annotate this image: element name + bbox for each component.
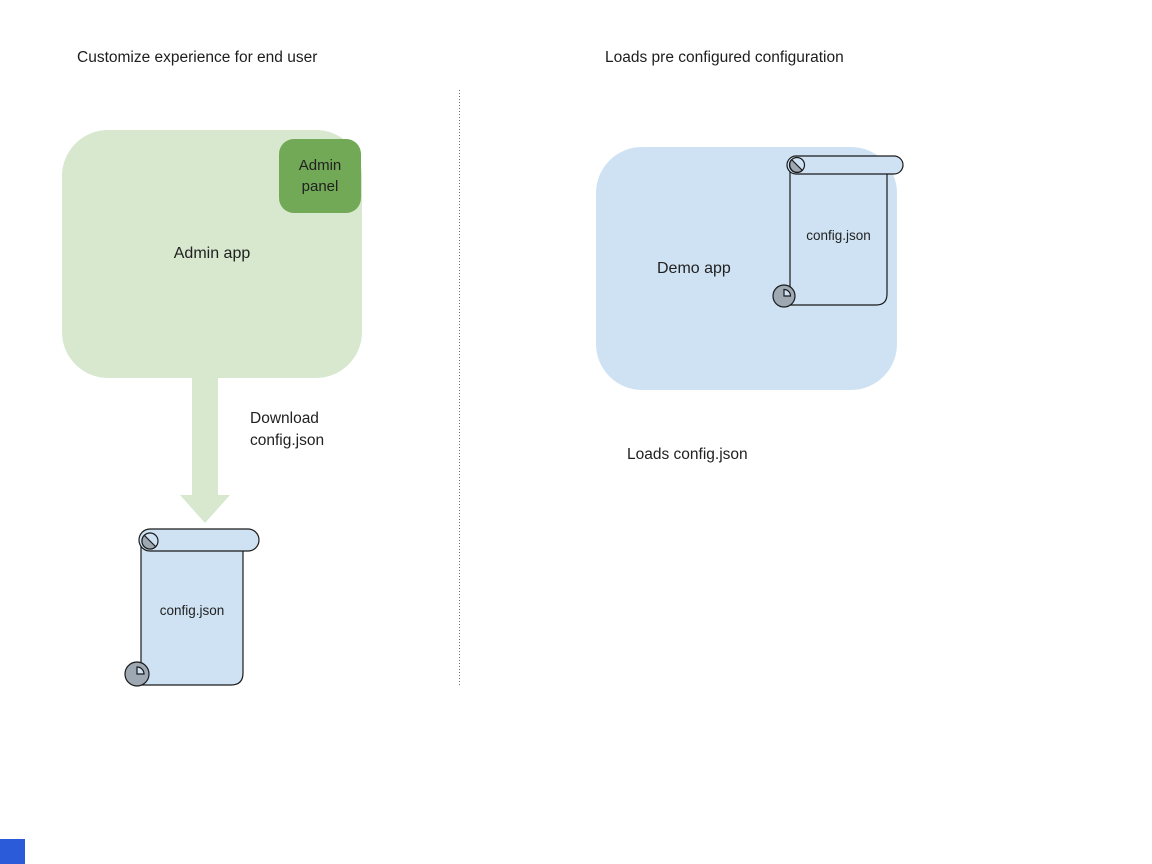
scroll-top-curl-shade — [789, 158, 804, 173]
scroll-top-bar — [786, 155, 904, 175]
scroll-top-curl-shade — [141, 534, 157, 550]
config-json-label-right: config.json — [806, 228, 871, 243]
config-json-scroll-right-icon — [772, 155, 904, 308]
scroll-body — [789, 164, 888, 306]
scroll-top-bar — [138, 528, 260, 552]
left-section-title: Customize experience for end user — [77, 49, 318, 66]
admin-panel-label: Admin panel — [298, 157, 342, 195]
scroll-body — [140, 541, 244, 686]
download-caption: Download config.json — [250, 410, 325, 449]
admin-app-label: Admin app — [173, 245, 251, 262]
download-arrow-icon — [180, 378, 230, 523]
demo-app-label: Demo app — [657, 260, 731, 277]
config-json-label-left: config.json — [159, 603, 225, 618]
right-section-title: Loads pre configured configuration — [605, 49, 844, 66]
config-json-scroll-left-icon — [124, 528, 260, 687]
scroll-bottom-curl-notch — [136, 666, 145, 675]
loads-config-caption: Loads config.json — [627, 446, 748, 463]
section-divider — [459, 90, 460, 687]
corner-blue-square — [0, 839, 25, 864]
admin-panel-box: Admin panel — [279, 139, 361, 213]
scroll-bottom-curl-notch — [783, 288, 792, 297]
download-arrow-shape — [180, 378, 230, 523]
